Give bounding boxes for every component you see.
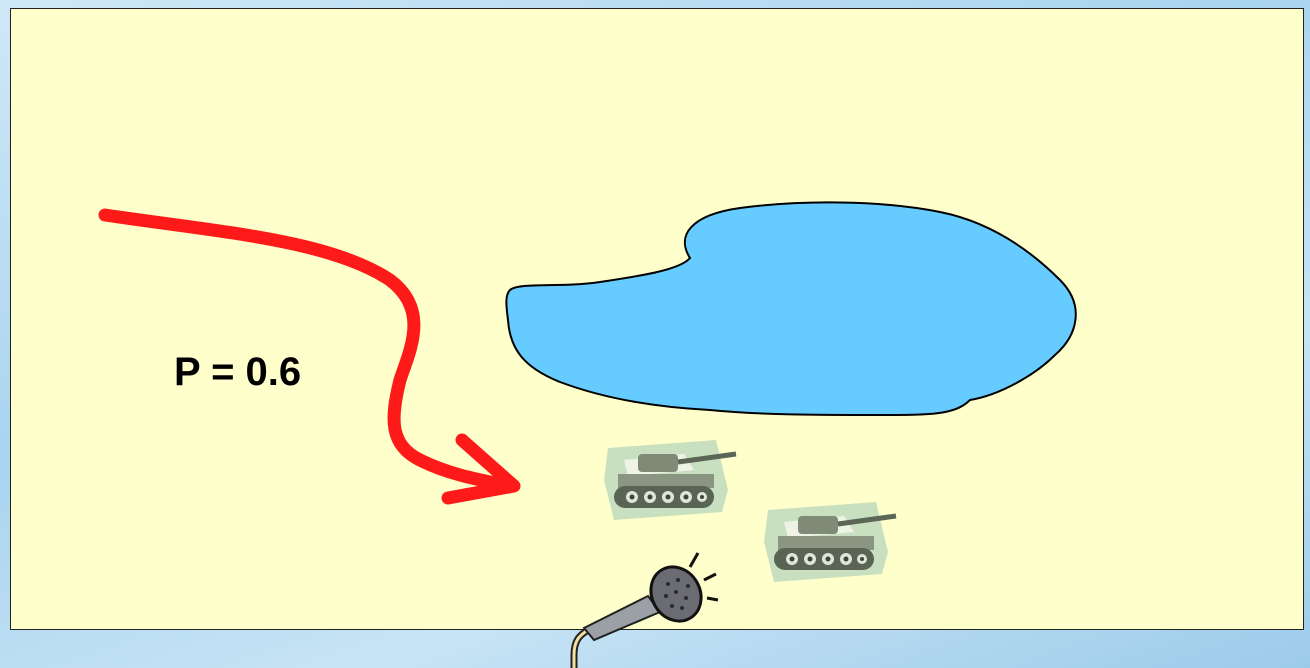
lake-shape	[506, 202, 1075, 415]
tank-icon	[764, 502, 896, 582]
red-curved-arrow	[105, 215, 510, 486]
tank-icon	[604, 440, 736, 520]
probability-label: P = 0.6	[174, 350, 301, 395]
microphone-icon	[574, 553, 718, 668]
